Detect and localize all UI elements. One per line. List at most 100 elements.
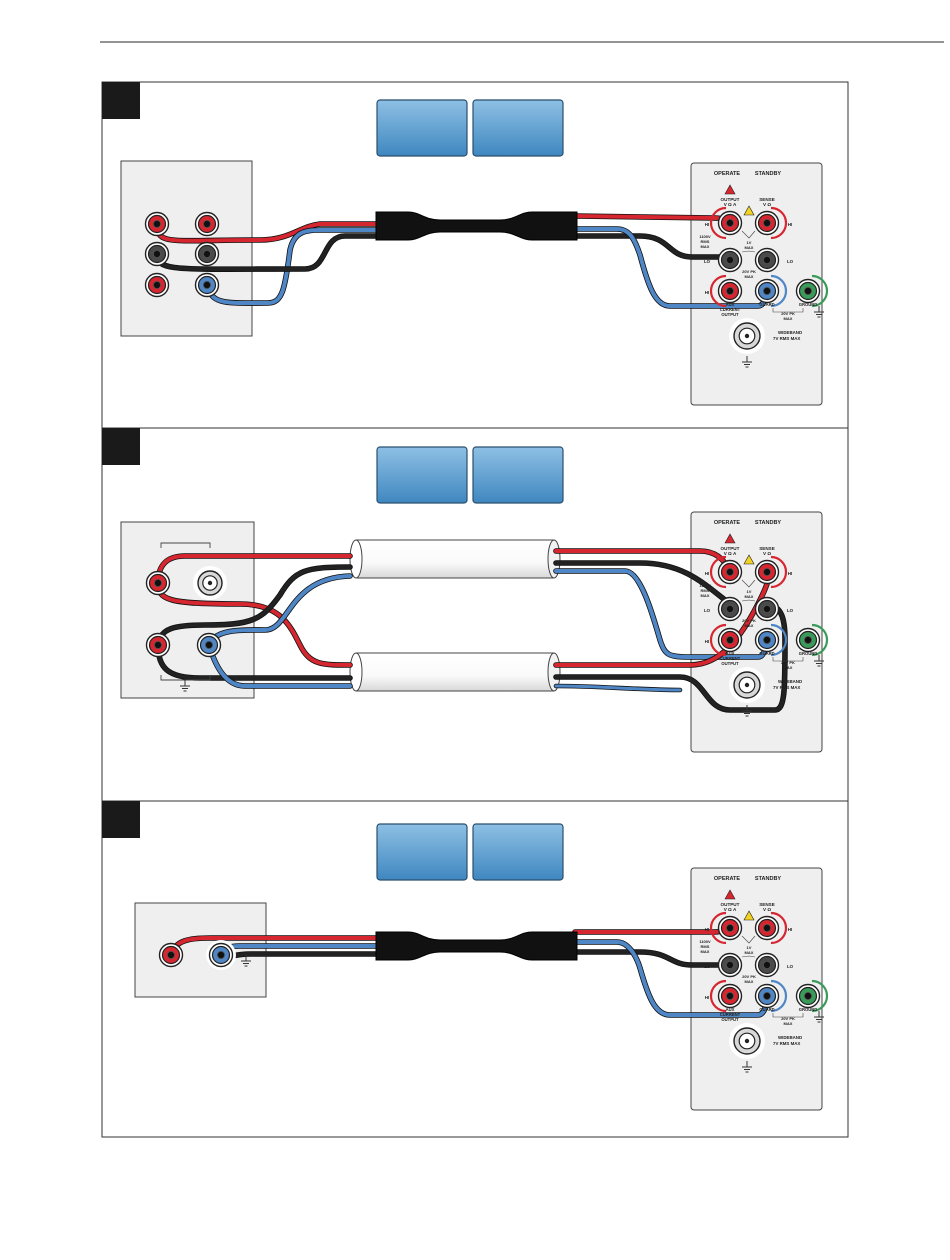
standby-label: STANDBY — [755, 171, 782, 177]
output-hi-post — [717, 210, 743, 236]
header-box-right — [472, 446, 564, 504]
guard-pk-label: 20V PK — [781, 660, 795, 665]
guard-arc — [770, 623, 788, 657]
current-output-label: OUTPUT — [721, 661, 739, 666]
rms-max-label-3: MAX — [701, 949, 710, 954]
output-hi-arc — [709, 555, 727, 589]
wideband-bnc — [729, 1023, 765, 1059]
post-hole — [763, 255, 772, 264]
panel-c-coax — [375, 931, 578, 961]
ground-post — [795, 278, 821, 304]
post-hole — [726, 992, 735, 1001]
guard-pk-label-2: MAX — [784, 1021, 793, 1026]
sense-hi-post — [754, 915, 780, 941]
post-hole — [726, 568, 735, 577]
wideband-ground-icon — [742, 356, 752, 368]
bnc-pin — [744, 333, 750, 339]
figure-frame — [101, 81, 849, 1138]
panel-a-blue-left — [205, 228, 380, 306]
panel-a-uut-box — [120, 160, 253, 337]
v-max-label: 1V — [747, 589, 752, 594]
panel-a-coax — [375, 211, 578, 241]
output-units-label: V Ω A — [724, 202, 737, 207]
bnc-pin — [744, 1038, 750, 1044]
tie-lines — [741, 579, 756, 602]
pk-max-label: 20V PK — [742, 269, 756, 274]
chassis-ground-icon — [814, 306, 824, 318]
v-max-label-2: MAX — [745, 594, 754, 599]
post-hole — [804, 286, 813, 295]
caution-triangle-icon — [743, 554, 755, 565]
wideband-label: WIDEBAND — [778, 1035, 802, 1040]
output-label: OUTPUT — [721, 902, 740, 907]
sense-hi-post — [754, 559, 780, 585]
current-label: CURRENT — [720, 1012, 741, 1017]
post-hole — [726, 636, 735, 645]
post-hole — [763, 605, 772, 614]
guard-bracket — [772, 308, 804, 313]
aux-hi-arc — [709, 623, 727, 657]
wideband-ground-icon — [742, 705, 752, 717]
sense-hi-post — [754, 210, 780, 236]
sense-hi-label: HI — [788, 927, 792, 932]
panel-c-uut-box — [134, 902, 267, 998]
post-hole — [726, 255, 735, 264]
panel-b-uut-ground-icon — [180, 680, 190, 692]
output-hi-post — [717, 915, 743, 941]
sense-label: SENSE — [759, 197, 775, 202]
panel-b-black-upper-left — [156, 565, 352, 647]
guard-arc — [770, 979, 788, 1013]
header-box-left — [376, 99, 468, 157]
aux-current-post — [717, 627, 743, 653]
rms-max-label-2: RMS — [701, 944, 710, 949]
aux-hi-label: HI — [705, 639, 709, 644]
rms-max-label: 1100V — [699, 939, 711, 944]
sense-lo-post — [754, 247, 780, 273]
sense-units-label: V Ω — [763, 202, 771, 207]
output-label: OUTPUT — [721, 546, 740, 551]
post-hole — [152, 219, 161, 228]
pk-max-label-2: MAX — [745, 274, 754, 279]
sense-lo-post — [754, 952, 780, 978]
caution-triangle-icon — [743, 205, 755, 216]
guard-pk-label: 20V PK — [781, 1016, 795, 1021]
panel-b-uut-guard-post — [196, 632, 222, 658]
operate-label: OPERATE — [714, 171, 741, 177]
v-max-label: 1V — [747, 945, 752, 950]
panel-b-red-lower-left — [156, 581, 352, 667]
pk-max-label: 20V PK — [742, 974, 756, 979]
wideband-label: WIDEBAND — [778, 679, 802, 684]
guard-label: GUARD — [759, 1007, 774, 1012]
aux-label: AUX — [726, 651, 735, 656]
guard-post — [754, 983, 780, 1009]
panel-b-uut-bnc — [193, 566, 227, 600]
panel-b-uut-lo-post — [145, 632, 171, 658]
panel-c-black-right — [573, 950, 730, 967]
header-box-right — [472, 99, 564, 157]
guard-label: GUARD — [759, 302, 774, 307]
header-box-right — [472, 823, 564, 881]
guard-bracket — [772, 1013, 804, 1018]
sense-hi-label: HI — [788, 222, 792, 227]
panel-b-uut-hi-post — [145, 570, 171, 596]
rms-max-label: 1100V — [699, 583, 711, 588]
wideband-max-label: 7V RMS MAX — [773, 685, 800, 690]
output-label: OUTPUT — [721, 197, 740, 202]
coax-jacket — [375, 931, 578, 961]
panel-a-header — [376, 99, 564, 157]
post-hole — [763, 961, 772, 970]
wideband-max-label: 7V RMS MAX — [773, 336, 800, 341]
guard-bracket — [772, 657, 804, 662]
post-hole — [726, 286, 735, 295]
tie-lines — [741, 935, 756, 958]
wideband-label: WIDEBAND — [778, 330, 802, 335]
post-hole — [763, 286, 772, 295]
output-lo-label: LO — [704, 259, 711, 264]
post-hole — [204, 641, 213, 650]
post-hole — [202, 219, 211, 228]
ground-label: GROUND — [799, 651, 818, 656]
wideband-ground-icon — [742, 1061, 752, 1073]
panel-c-blue-right — [573, 940, 769, 1017]
pk-max-label-2: MAX — [745, 623, 754, 628]
